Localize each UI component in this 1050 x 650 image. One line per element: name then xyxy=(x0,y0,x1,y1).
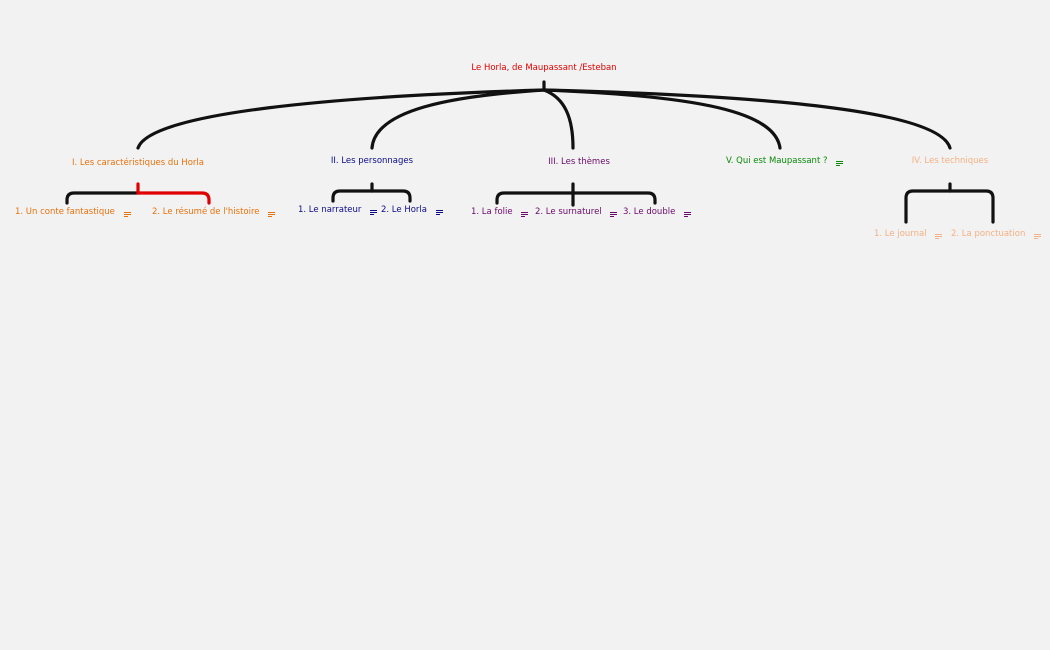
root-node-label: Le Horla, de Maupassant /Esteban xyxy=(471,63,617,73)
branch-node-personnages[interactable]: II. Les personnages xyxy=(331,155,413,167)
child-node-folie[interactable]: 1. La folie xyxy=(471,206,529,218)
child-node-narrateur[interactable]: 1. Le narrateur xyxy=(298,204,378,216)
child-node-journal[interactable]: 1. Le journal xyxy=(874,228,943,240)
child-node-conte-fantastique[interactable]: 1. Un conte fantastique xyxy=(15,206,131,218)
branch-node-techniques[interactable]: IV. Les techniques xyxy=(912,155,988,167)
note-icon[interactable] xyxy=(521,212,529,218)
connector-root-to-branch-III xyxy=(542,88,575,150)
child-node-label: 1. Le narrateur xyxy=(298,205,362,215)
branch-node-themes[interactable]: III. Les thèmes xyxy=(548,156,610,168)
note-icon[interactable] xyxy=(370,210,378,216)
note-icon[interactable] xyxy=(1034,234,1042,240)
connector-branch-III-right xyxy=(571,191,657,205)
branch-node-label: III. Les thèmes xyxy=(548,157,610,167)
connector-branch-I-right-highlight xyxy=(136,191,211,205)
note-icon[interactable] xyxy=(123,212,131,218)
branch-node-label: I. Les caractéristiques du Horla xyxy=(72,158,204,168)
branch-node-label: IV. Les techniques xyxy=(911,156,989,166)
connector-root-to-branch-II xyxy=(370,88,546,150)
connector-branch-IV-right xyxy=(948,189,995,224)
child-node-label: 3. Le double xyxy=(623,207,676,217)
child-node-label: 2. Le résumé de l'histoire xyxy=(152,207,260,217)
child-node-label: 2. Le surnaturel xyxy=(535,207,602,217)
note-icon[interactable] xyxy=(684,212,692,218)
connector-branch-III-left xyxy=(495,191,575,205)
note-icon[interactable] xyxy=(435,210,443,216)
connector-branch-I-left xyxy=(65,191,140,205)
root-node[interactable]: Le Horla, de Maupassant /Esteban xyxy=(471,62,616,74)
connector-branch-II-right xyxy=(370,189,412,203)
note-icon[interactable] xyxy=(836,161,844,167)
note-icon[interactable] xyxy=(268,212,276,218)
child-node-surnaturel[interactable]: 2. Le surnaturel xyxy=(535,206,618,218)
branch-node-label: II. Les personnages xyxy=(330,156,414,166)
connector-root-to-branch-IV xyxy=(542,88,952,150)
child-node-double[interactable]: 3. Le double xyxy=(623,206,692,218)
child-node-ponctuation[interactable]: 2. La ponctuation xyxy=(951,228,1042,240)
connector-branch-II-left xyxy=(331,189,374,203)
child-node-label: 1. Le journal xyxy=(874,229,927,239)
branch-node-caracteristiques[interactable]: I. Les caractéristiques du Horla xyxy=(72,157,204,169)
connector-root-to-branch-V xyxy=(542,88,782,150)
child-node-label: 2. Le Horla xyxy=(381,205,427,215)
branch-node-maupassant[interactable]: V. Qui est Maupassant ? xyxy=(726,155,844,167)
child-node-label: 1. La folie xyxy=(471,207,513,217)
child-node-horla[interactable]: 2. Le Horla xyxy=(381,204,443,216)
note-icon[interactable] xyxy=(935,234,943,240)
child-node-label: 2. La ponctuation xyxy=(951,229,1026,239)
connector-branch-IV-left xyxy=(904,189,952,224)
child-node-label: 1. Un conte fantastique xyxy=(15,207,115,217)
child-node-resume-histoire[interactable]: 2. Le résumé de l'histoire xyxy=(152,206,276,218)
branch-node-label: V. Qui est Maupassant ? xyxy=(726,156,828,166)
note-icon[interactable] xyxy=(610,212,618,218)
connector-root-to-branch-I xyxy=(136,88,546,150)
